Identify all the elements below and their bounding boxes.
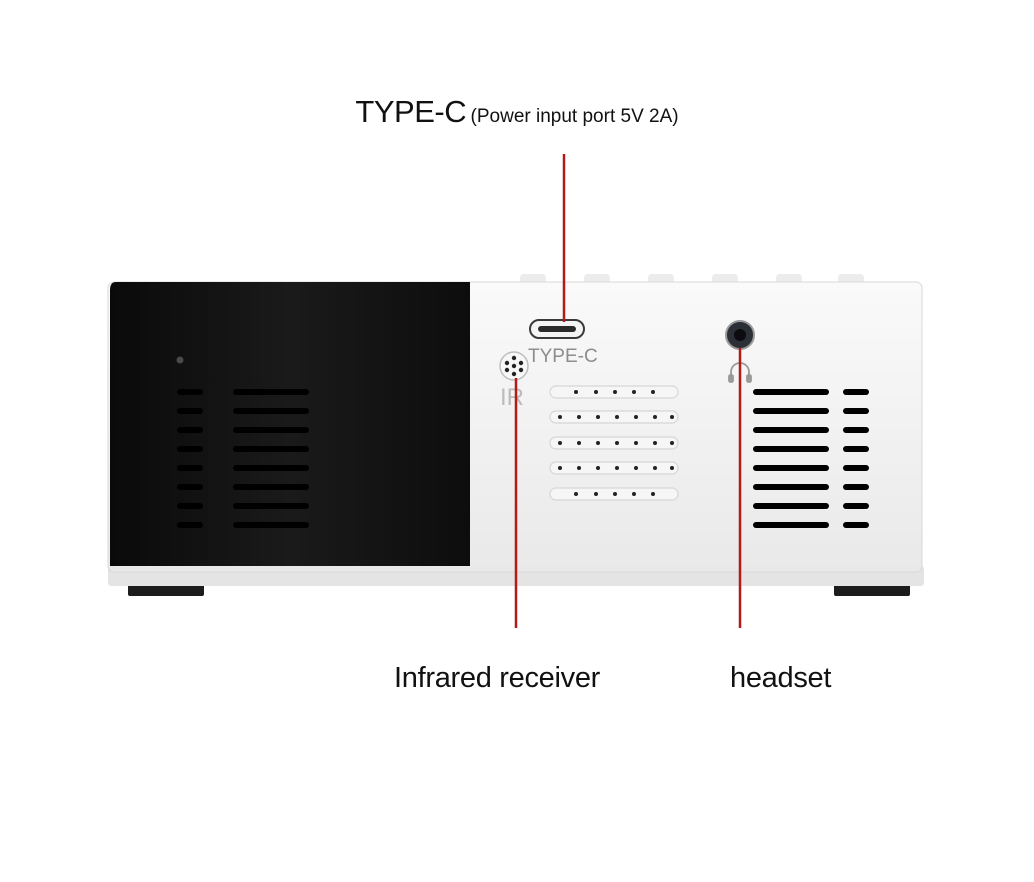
ir-receiver bbox=[499, 351, 529, 381]
type-c-callout-title: TYPE-C bbox=[355, 94, 467, 129]
type-c-callout-desc: (Power input port 5V 2A) bbox=[470, 106, 679, 127]
infrared-receiver-callout: Infrared receiver bbox=[394, 662, 601, 694]
ir-marking: IR bbox=[500, 384, 524, 411]
center-vents bbox=[549, 385, 679, 501]
type-c-port-slot bbox=[538, 326, 576, 332]
type-c-callout: TYPE-C (Power input port 5V 2A) bbox=[0, 94, 1034, 130]
headset-callout: headset bbox=[730, 662, 832, 694]
device-body-black bbox=[110, 282, 470, 566]
status-led bbox=[176, 356, 184, 364]
foot-left bbox=[128, 584, 204, 596]
foot-right bbox=[834, 584, 910, 596]
headset-jack bbox=[725, 320, 755, 350]
type-c-marking: TYPE-C bbox=[528, 346, 598, 367]
right-vents bbox=[753, 389, 869, 528]
left-vents bbox=[177, 389, 309, 528]
